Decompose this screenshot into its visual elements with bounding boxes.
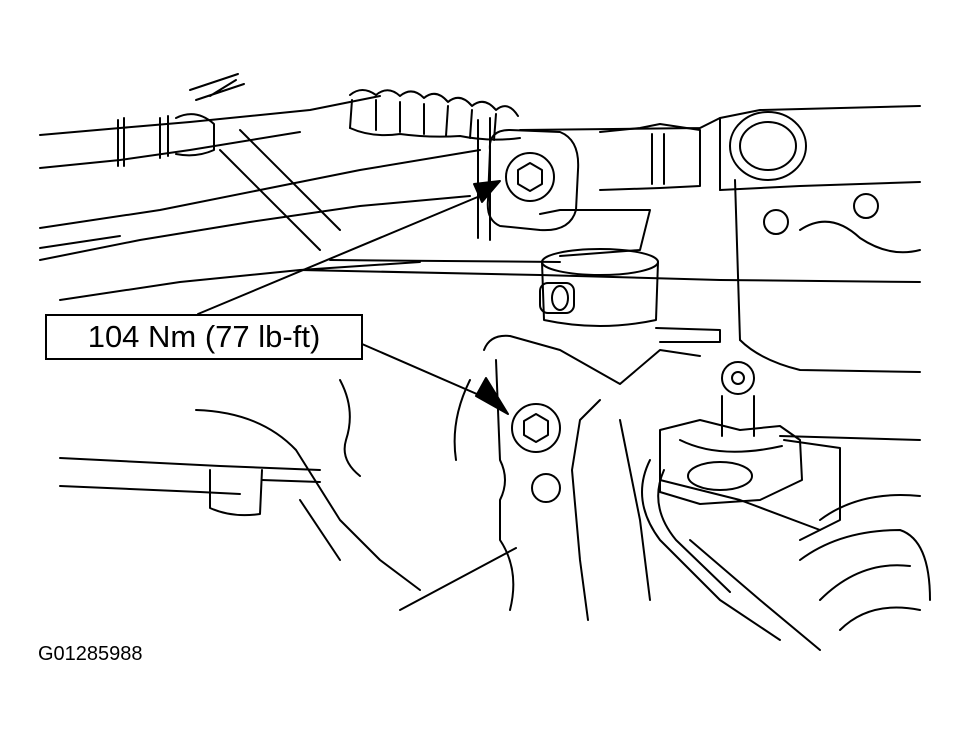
torque-callout-label: 104 Nm (77 lb-ft): [45, 314, 363, 360]
torque-value-text: 104 Nm (77 lb-ft): [87, 319, 321, 354]
stabilizer-rod: [60, 410, 420, 590]
upper-tie-rod: [40, 74, 380, 168]
upper-arrowhead-icon: [473, 180, 501, 203]
lower-knuckle: [340, 336, 700, 620]
crossmember: [40, 106, 920, 300]
upper-bolt-icon: [506, 153, 554, 201]
lower-arrowhead-icon: [475, 377, 509, 415]
right-subframe: [720, 112, 920, 372]
steering-gear-and-pulley: [642, 362, 930, 650]
figure-id-label: G01285988: [38, 643, 143, 665]
upper-mount-bracket: [478, 118, 700, 240]
callout-leaders: [198, 180, 509, 415]
bushing-assembly: [540, 210, 720, 342]
lower-bolt-icon: [512, 404, 560, 452]
